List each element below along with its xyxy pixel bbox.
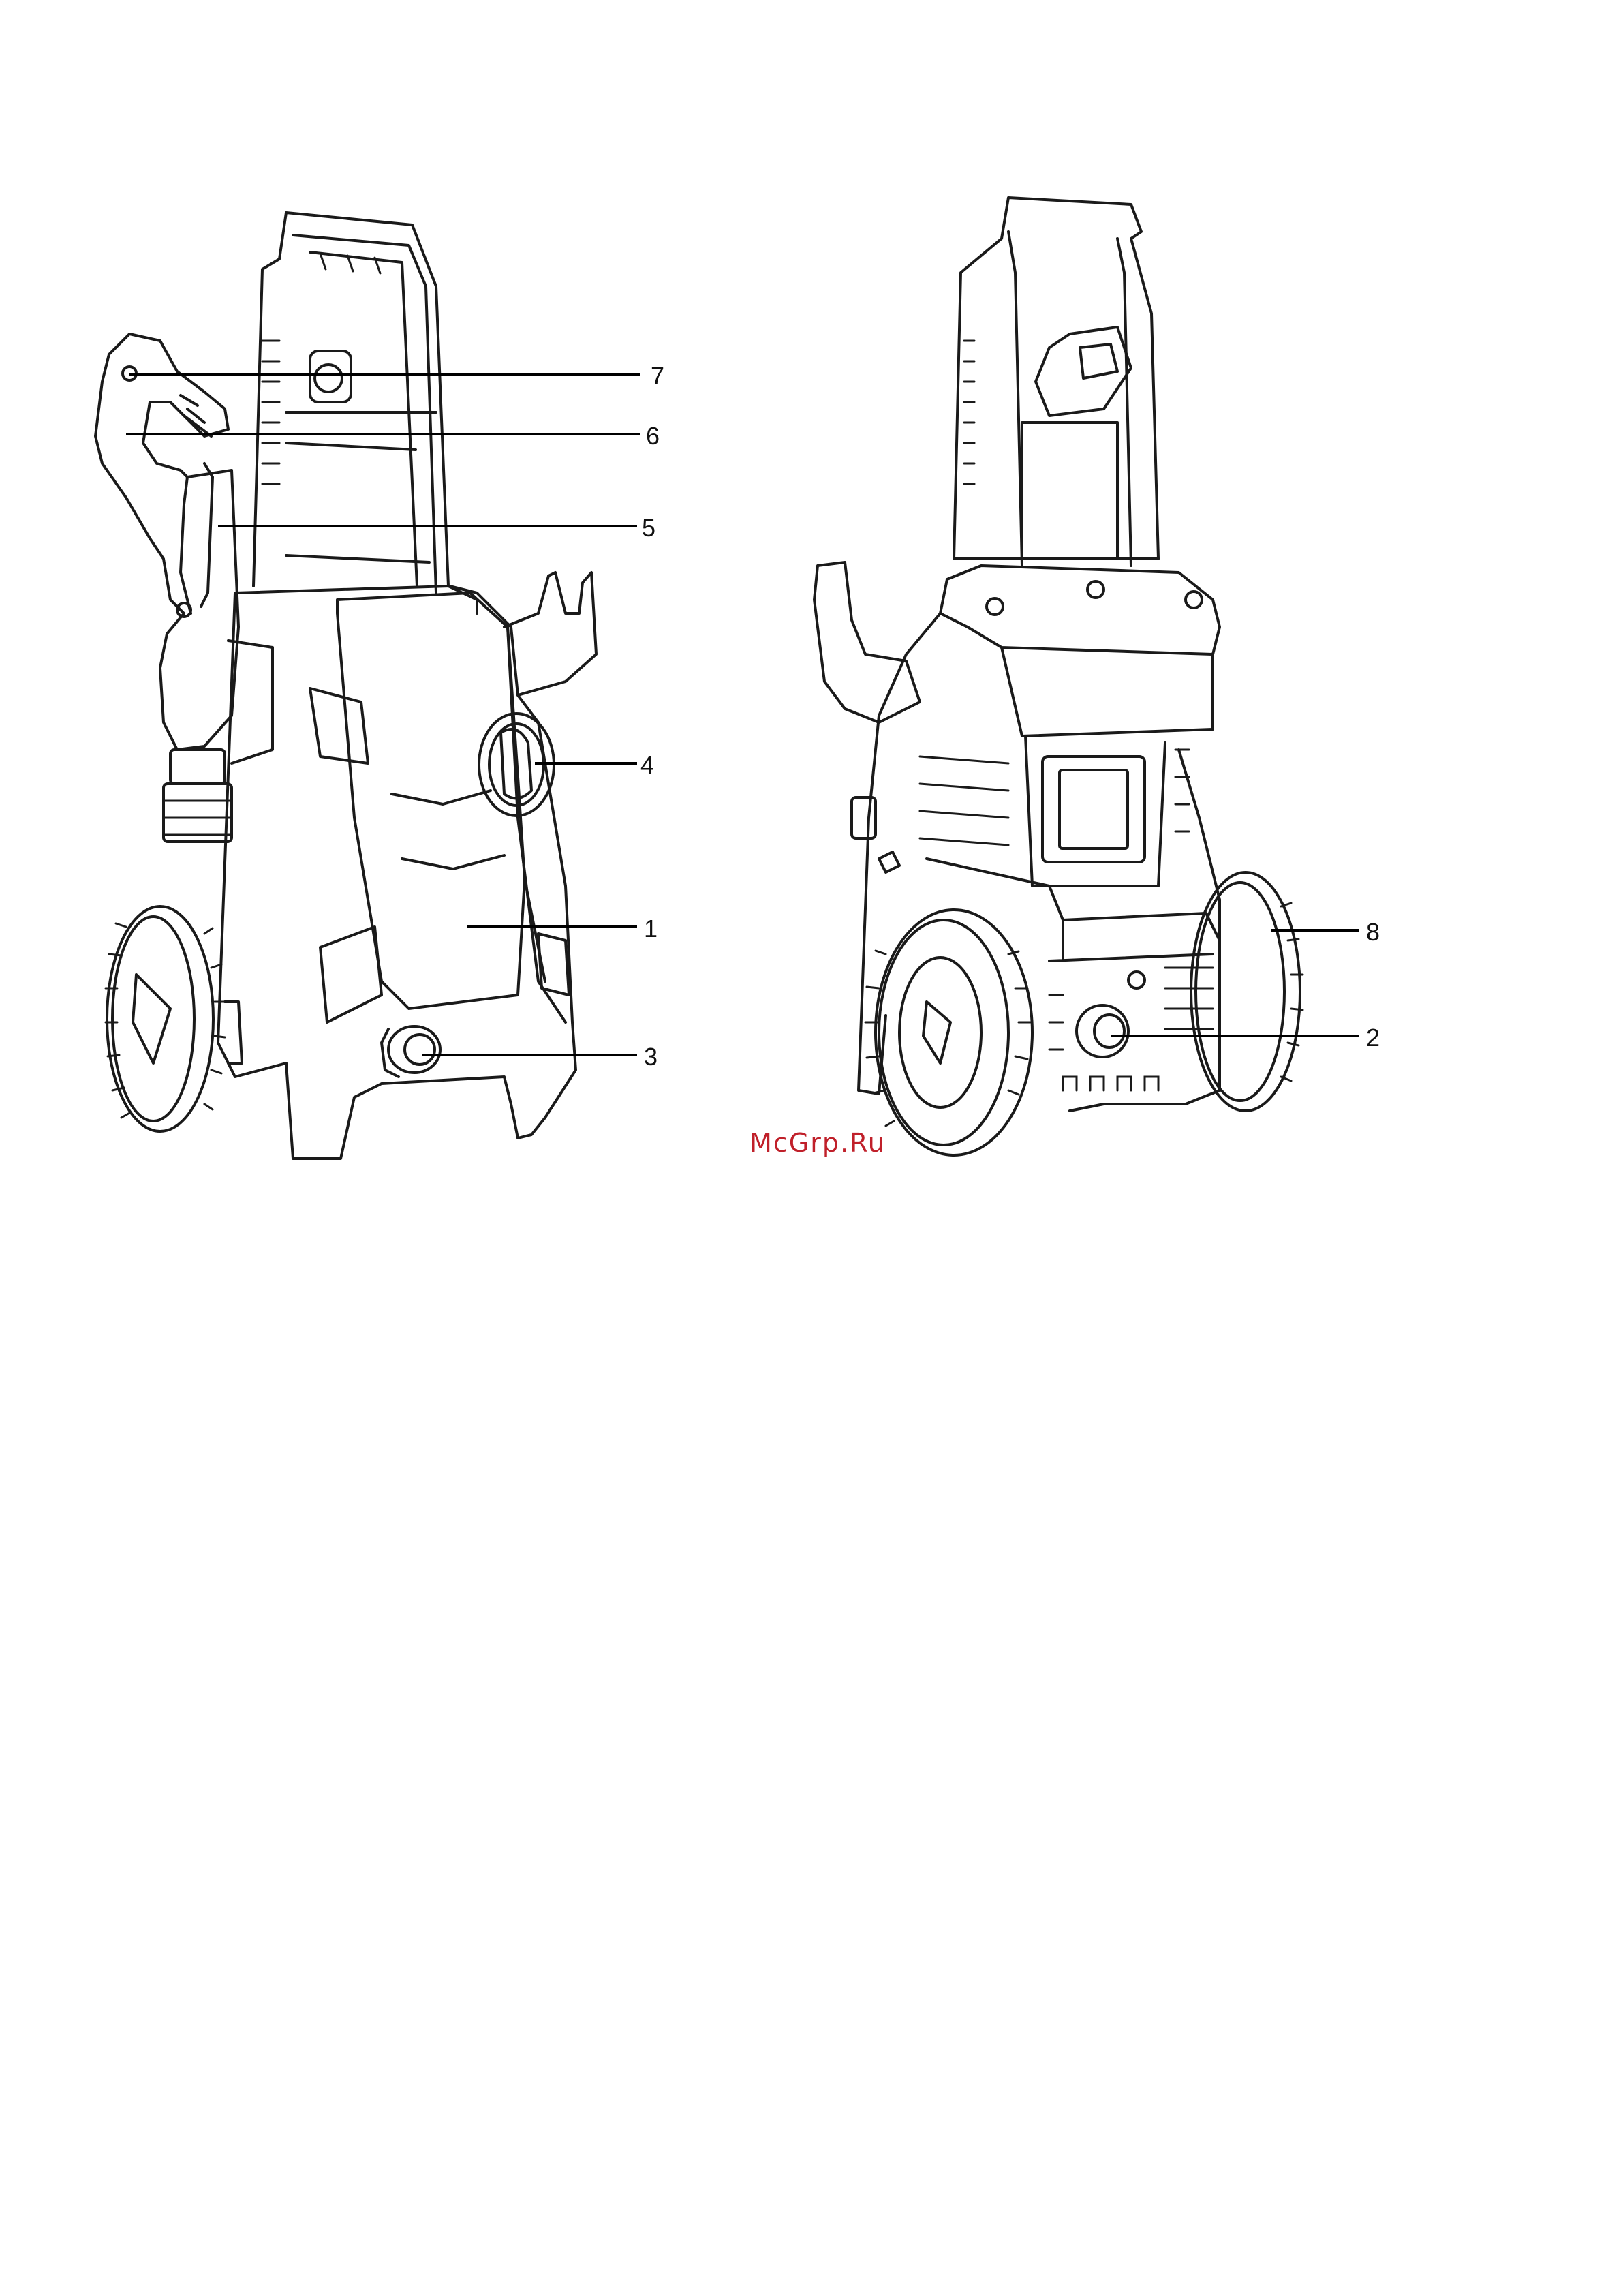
callout-5: 5: [642, 514, 655, 542]
callout-3: 3: [644, 1043, 658, 1071]
callout-1: 1: [644, 915, 658, 943]
spray-gun-body: [95, 334, 238, 750]
callout-labels: 7 6 5 4 1 3 8 2: [640, 362, 1380, 1071]
rear-base-screw: [1128, 972, 1145, 988]
water-inlet: [1077, 1005, 1128, 1057]
spray-gun: [95, 334, 273, 842]
front-upper-clip-ring: [315, 365, 342, 392]
callout-2: 2: [1366, 1024, 1380, 1052]
rear-left-hook: [814, 562, 920, 722]
leader-lines: [126, 375, 1359, 1055]
rear-lower-base: [927, 859, 1220, 1090]
rear-top-screw-right: [1186, 592, 1202, 608]
rear-hose-holder-inner: [1080, 344, 1117, 378]
callout-8: 8: [1366, 918, 1380, 946]
coupler-ribs: [164, 801, 232, 835]
front-side-vent-lower: [320, 927, 382, 1022]
rear-handle-block: [1022, 423, 1117, 559]
rear-motor-vent: [1042, 756, 1145, 862]
front-right-hook: [504, 572, 596, 695]
watermark: McGrp.Ru: [715, 1128, 920, 1158]
callout-4: 4: [640, 751, 654, 779]
front-axle-housing: [225, 1002, 242, 1063]
rear-top-cover: [940, 566, 1220, 654]
front-side-vent-upper: [310, 688, 368, 763]
rear-cord-clip: [852, 797, 876, 838]
rear-cord-hook: [879, 852, 899, 872]
front-handle-ribs: [262, 341, 279, 484]
rear-base-teeth: [1063, 1077, 1158, 1090]
spray-gun-hose-coupler: [170, 750, 225, 784]
rear-left-vents: [920, 756, 1008, 845]
spray-gun-trigger-guard: [201, 463, 213, 607]
spray-gun-grip-ridges: [181, 395, 211, 436]
callout-6: 6: [646, 422, 660, 450]
rear-motor-vent-inner: [1060, 770, 1128, 848]
front-view-washer: [95, 213, 596, 1159]
front-panel-chevron-upper: [392, 791, 491, 804]
rear-motor-housing: [1002, 647, 1213, 736]
rear-top-screw-left: [987, 598, 1003, 615]
rear-near-wheel: [865, 910, 1032, 1155]
rear-far-wheel: [1191, 872, 1303, 1111]
water-outlet: [382, 1026, 440, 1077]
front-panel-chevron-lower: [402, 855, 504, 869]
callout-7: 7: [651, 362, 664, 390]
front-wheel: [106, 906, 225, 1131]
rear-top-screw: [1087, 581, 1104, 598]
spray-gun-hose-coupler-ring: [164, 784, 232, 842]
rear-view-washer: [814, 198, 1303, 1155]
rear-handle-inner: [1008, 232, 1131, 566]
spray-gun-trigger: [181, 477, 191, 613]
rear-handle-ribs: [964, 341, 974, 484]
